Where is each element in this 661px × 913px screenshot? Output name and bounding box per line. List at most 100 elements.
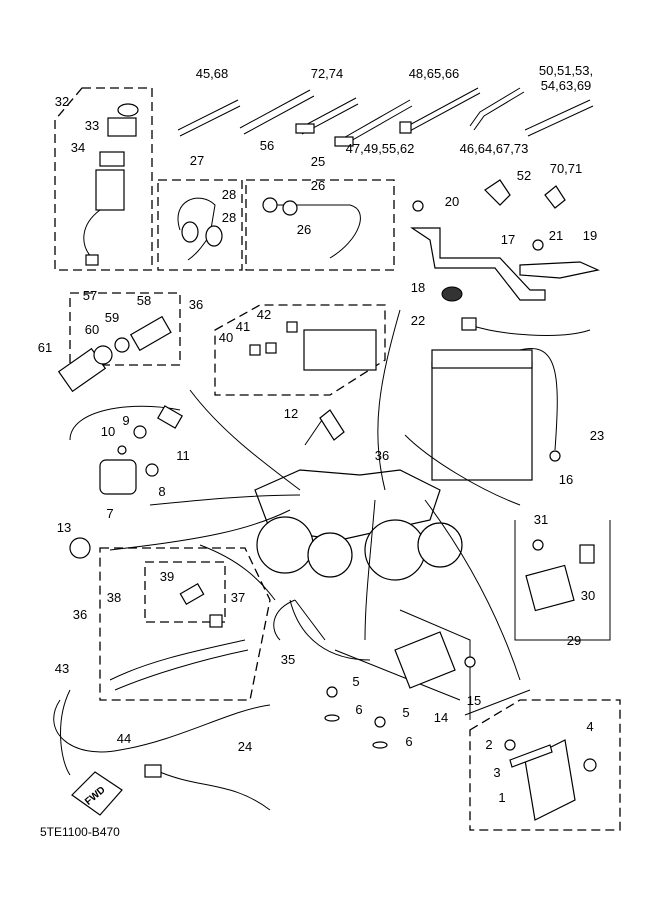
callout-label: 12 <box>284 406 298 421</box>
sensor-4 <box>583 758 597 772</box>
callout-label: 9 <box>122 413 129 428</box>
callout-label: 29 <box>567 633 581 648</box>
callout-label: 5 <box>402 705 409 720</box>
callout-label: 70,71 <box>550 161 583 176</box>
bulb-26b <box>282 200 298 216</box>
lead-7 <box>69 405 181 441</box>
bolt-20 <box>412 200 424 212</box>
callout-label: 34 <box>71 140 85 155</box>
cable-tie-46 <box>469 87 525 131</box>
fuse-42 <box>286 321 298 333</box>
bulb-26a <box>262 197 278 213</box>
callout-label: 18 <box>411 280 425 295</box>
atv-wheel-rear-right <box>417 522 463 568</box>
callout-label: 15 <box>467 693 481 708</box>
washer-6b <box>372 741 388 749</box>
callout-label: 2 <box>485 737 492 752</box>
callout-label: 42 <box>257 307 271 322</box>
callout-label: 30 <box>581 588 595 603</box>
callout-label: 35 <box>281 652 295 667</box>
washer-6a <box>324 714 340 722</box>
bracket-3 <box>509 744 553 768</box>
coil-7 <box>99 459 137 495</box>
clamp-70 <box>544 185 566 209</box>
callout-label: 36 <box>375 448 389 463</box>
cable-tie-48 <box>403 87 481 134</box>
callout-label: 32 <box>55 94 69 109</box>
sensor-35 <box>273 599 326 641</box>
cable-tie-45 <box>177 99 241 137</box>
callout-label: 4 <box>586 719 593 734</box>
fwd-arrow <box>71 771 123 816</box>
callout-label: 48,65,66 <box>409 66 460 81</box>
callout-label: 57 <box>83 288 97 303</box>
nut-9 <box>133 425 147 439</box>
callout-label: 38 <box>107 590 121 605</box>
terminal-23 <box>549 450 561 462</box>
harness-44 <box>53 699 271 753</box>
sensor-13 <box>69 537 91 559</box>
cap-28a <box>181 221 199 243</box>
switch-lead <box>83 209 101 259</box>
battery-lead-22 <box>469 324 591 336</box>
callout-label: 7 <box>106 506 113 521</box>
callout-label: 14 <box>434 710 448 725</box>
callout-label: 56 <box>260 138 274 153</box>
battery-16 <box>431 361 533 481</box>
module-39 <box>179 582 205 606</box>
callout-label: 52 <box>517 168 531 183</box>
bolt-2 <box>504 739 516 751</box>
plug-tip <box>304 419 323 446</box>
callout-label: 47,49,55,62 <box>346 141 415 156</box>
callout-label: 50,51,53, <box>539 63 593 78</box>
atv-wheel-front-left <box>256 516 314 574</box>
connector-24 <box>144 764 162 778</box>
rectifier-14 <box>394 631 456 689</box>
bolt-5b <box>374 716 386 728</box>
fuse-40 <box>249 344 261 356</box>
callout-label: 25 <box>311 154 325 169</box>
group-outline-36-top <box>214 304 386 396</box>
callout-label: 33 <box>85 118 99 133</box>
callout-label: 40 <box>219 330 233 345</box>
callout-label: 60 <box>85 322 99 337</box>
connector-37 <box>209 614 223 628</box>
callout-label: 23 <box>590 428 604 443</box>
fuse-30 <box>579 544 595 564</box>
group-outline-57 <box>69 292 181 366</box>
callout-label: 3 <box>493 765 500 780</box>
battery-lead-23 <box>519 348 558 451</box>
tie-head-47 <box>334 136 354 147</box>
leader-lines <box>109 309 521 681</box>
harness-36 <box>109 639 249 691</box>
callout-label: 39 <box>160 569 174 584</box>
bolt-31 <box>532 539 544 551</box>
part-drawings <box>53 87 621 831</box>
callout-label: 59 <box>105 310 119 325</box>
callout-label: 26 <box>311 178 325 193</box>
callout-label: 13 <box>57 520 71 535</box>
callout-label: 16 <box>559 472 573 487</box>
callout-label: 31 <box>534 512 548 527</box>
callout-label: 11 <box>176 448 190 463</box>
relay-box-36 <box>303 329 377 371</box>
callout-label: 26 <box>297 222 311 237</box>
washer-10 <box>117 445 127 455</box>
tie-head-48 <box>399 121 412 134</box>
connector-32 <box>85 254 99 266</box>
callout-label: 22 <box>411 313 425 328</box>
battery-lid <box>431 349 533 369</box>
callout-label: 72,74 <box>311 66 344 81</box>
switch-barrel-32 <box>95 169 125 211</box>
fuse-22 <box>461 317 477 331</box>
callout-label: 24 <box>238 739 252 754</box>
cable-tie-56 <box>239 89 315 135</box>
callout-label: 45,68 <box>196 66 229 81</box>
group-outline-36-lower <box>99 547 271 701</box>
callout-label: 1 <box>498 790 505 805</box>
lead-24 <box>154 769 271 811</box>
callout-label: 17 <box>501 232 515 247</box>
bracket-19 <box>519 261 600 279</box>
